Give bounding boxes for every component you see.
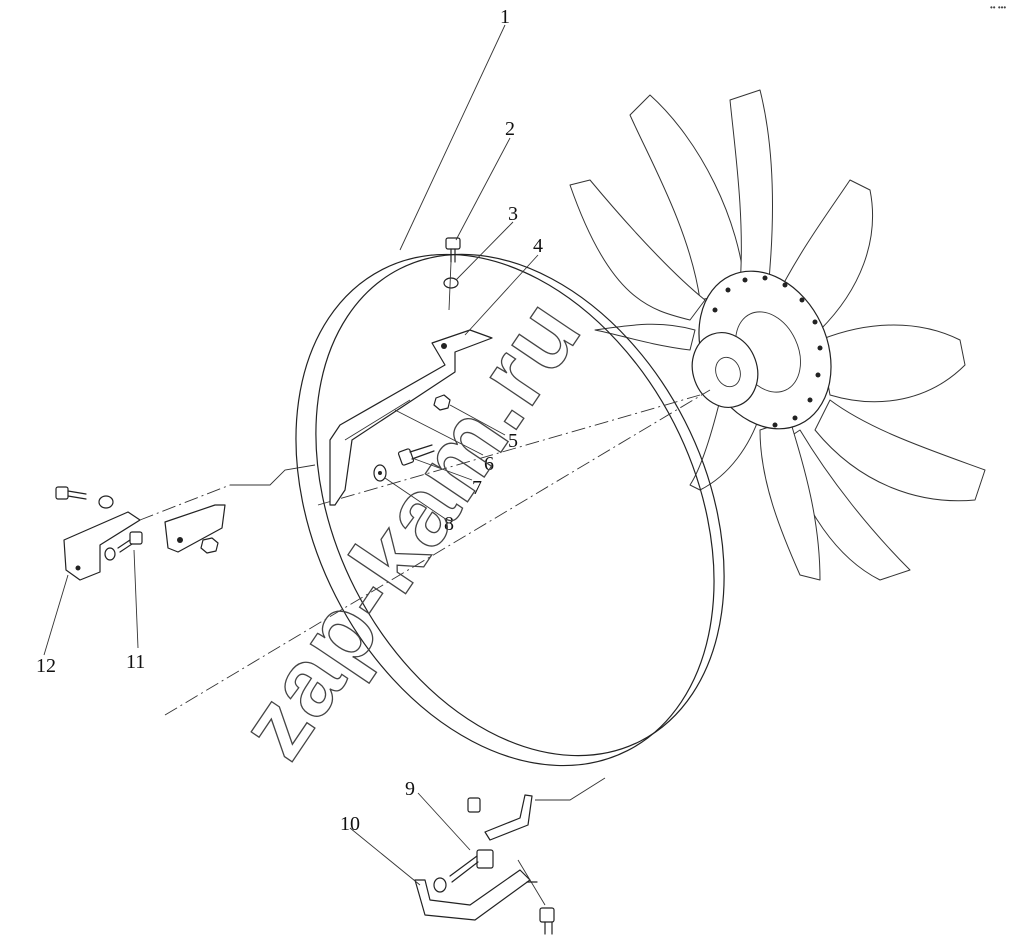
watermark: zap-kam.ru bbox=[219, 280, 602, 777]
bracket-hole bbox=[441, 343, 447, 349]
bottom-washer bbox=[433, 877, 447, 893]
left-assembly-line bbox=[139, 484, 231, 521]
fan-blade bbox=[759, 419, 821, 581]
callout-8: 8 bbox=[444, 513, 454, 535]
fan-blade bbox=[569, 179, 706, 321]
callout-4: 4 bbox=[533, 235, 543, 257]
callout-leaders bbox=[43, 24, 539, 886]
top-mounting-bolt bbox=[445, 237, 461, 263]
bolt-7 bbox=[397, 444, 435, 466]
fan-hub-bolt-holes bbox=[712, 275, 823, 428]
fan-blade bbox=[814, 399, 986, 502]
left-washer bbox=[98, 495, 114, 509]
fan-drive-adapter-bore bbox=[715, 356, 741, 388]
fan-blade bbox=[629, 94, 746, 301]
bottom-clip bbox=[484, 794, 533, 841]
callout-7: 7 bbox=[472, 477, 482, 499]
callout-5: 5 bbox=[508, 430, 518, 452]
fan-assembly bbox=[569, 89, 986, 581]
upper-bracket bbox=[329, 329, 493, 506]
fan-blade bbox=[819, 324, 966, 403]
left-leader-path bbox=[230, 464, 316, 486]
nut-5 bbox=[433, 394, 451, 411]
bolt-9 bbox=[449, 849, 494, 883]
bottom-bracket-10 bbox=[414, 869, 531, 921]
bottom-bolt bbox=[539, 907, 555, 935]
left-bracket-12 bbox=[63, 511, 141, 581]
left-bolt bbox=[55, 486, 87, 500]
fan-shroud-ring bbox=[295, 253, 725, 767]
plate-hole bbox=[177, 537, 183, 543]
fan-drive-adapter bbox=[691, 332, 759, 408]
fan-blade bbox=[729, 89, 774, 291]
fan-blade bbox=[594, 323, 696, 351]
callout-12: 12 bbox=[36, 655, 56, 677]
bracket-12-hole bbox=[75, 565, 81, 571]
callout-3: 3 bbox=[508, 203, 518, 225]
callout-2: 2 bbox=[505, 118, 515, 140]
callout-1: 1 bbox=[500, 6, 510, 28]
callout-9: 9 bbox=[405, 778, 415, 800]
corner-mark: •• ••• bbox=[990, 3, 1006, 12]
left-nut bbox=[200, 537, 219, 554]
fan-axis-centerline bbox=[164, 389, 711, 716]
bottom-leader-path bbox=[535, 777, 606, 801]
callout-11: 11 bbox=[126, 651, 145, 673]
washer-11 bbox=[104, 547, 116, 561]
mounting-axis-line bbox=[317, 394, 701, 506]
washer-8-hole bbox=[378, 471, 382, 475]
bolt-11 bbox=[117, 531, 143, 553]
top-washer bbox=[443, 277, 459, 289]
callout-10: 10 bbox=[340, 813, 360, 835]
callout-6: 6 bbox=[484, 453, 494, 475]
bolt-axis bbox=[448, 261, 452, 311]
bottom-nut bbox=[467, 797, 481, 813]
bracket-rib bbox=[344, 399, 411, 441]
